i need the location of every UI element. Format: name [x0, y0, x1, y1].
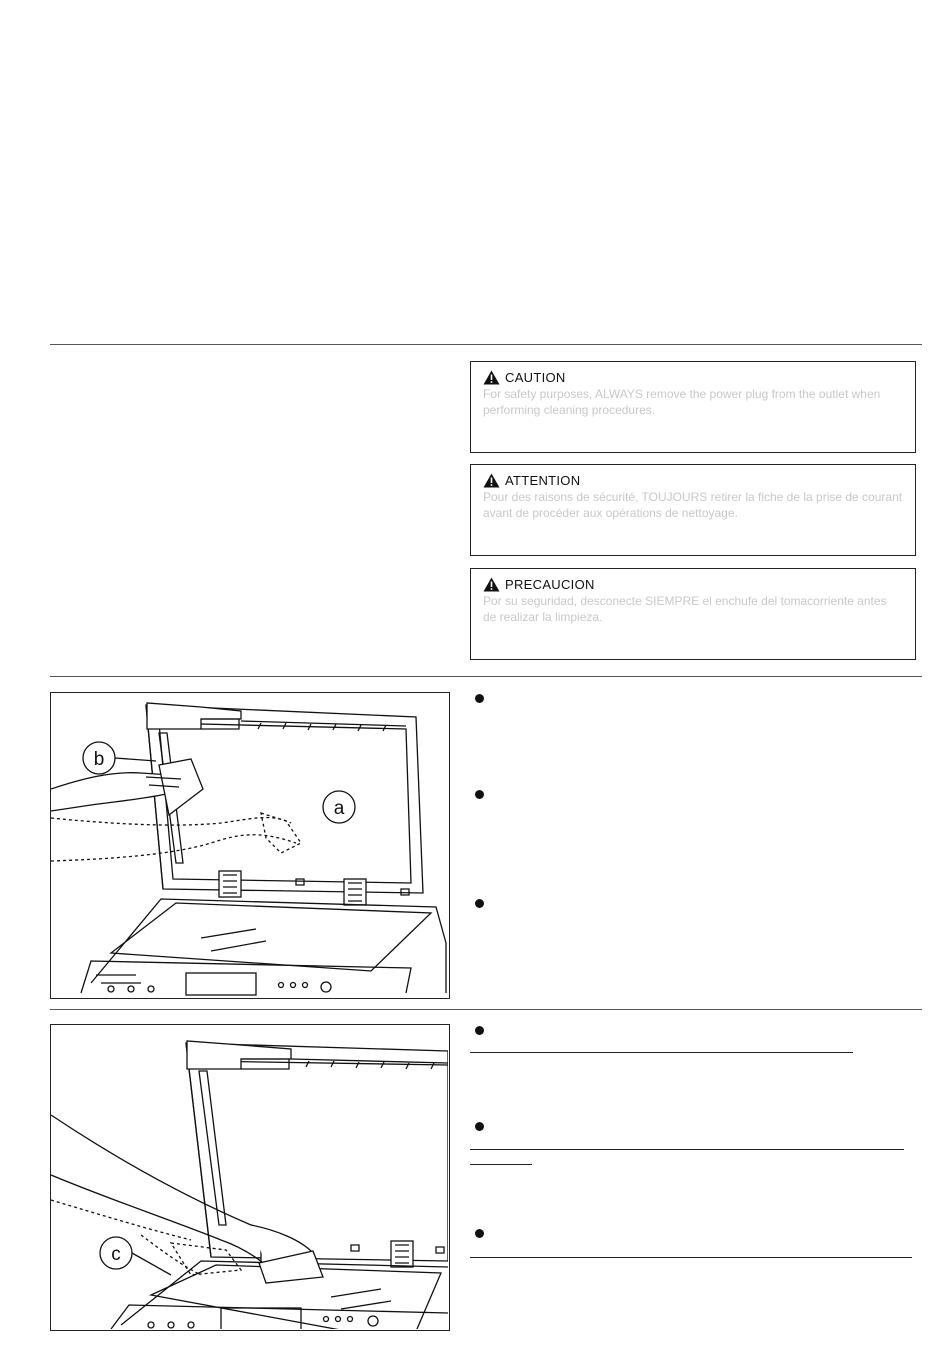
bullet-icon [475, 899, 484, 908]
bullet-icon [475, 1026, 484, 1035]
attention-text: Pour des raisons de sécurité, TOUJOURS r… [483, 490, 903, 520]
section-rule-middle [50, 676, 922, 677]
warning-triangle-icon [483, 370, 500, 385]
precaucion-text: Por su seguridad, desconecte SIEMPRE el … [483, 594, 887, 624]
caution-box: CAUTION For safety purposes, ALWAYS remo… [470, 361, 916, 453]
callout-c: c [111, 1244, 121, 1265]
caution-heading: CAUTION [505, 370, 566, 385]
callout-a: a [334, 798, 345, 819]
attention-box: ATTENTION Pour des raisons de sécurité, … [470, 464, 916, 556]
bullet-icon [475, 694, 484, 703]
bullet-icon [475, 790, 484, 799]
section-rule-top [50, 344, 922, 345]
warning-triangle-icon [483, 473, 500, 488]
precaucion-heading: PRECAUCION [505, 577, 595, 592]
figure-platen-glass-cleaning: c [50, 1024, 450, 1331]
platen-glass-illustration: c [51, 1040, 448, 1329]
caution-text: For safety purposes, ALWAYS remove the p… [483, 387, 881, 417]
attention-heading: ATTENTION [505, 473, 581, 488]
warning-triangle-icon [483, 577, 500, 592]
section-rule-lower [50, 1009, 922, 1010]
text-underline [470, 1149, 904, 1150]
precaucion-box: PRECAUCION Por su seguridad, desconecte … [470, 568, 916, 660]
figure-platen-cover-cleaning: a b [50, 692, 450, 999]
text-underline [470, 1257, 912, 1258]
callout-b: b [94, 749, 105, 770]
bullet-icon [475, 1229, 484, 1238]
text-underline [470, 1052, 853, 1053]
text-underline [470, 1164, 532, 1165]
bullet-icon [475, 1122, 484, 1131]
platen-cover-illustration: a b [51, 702, 447, 996]
